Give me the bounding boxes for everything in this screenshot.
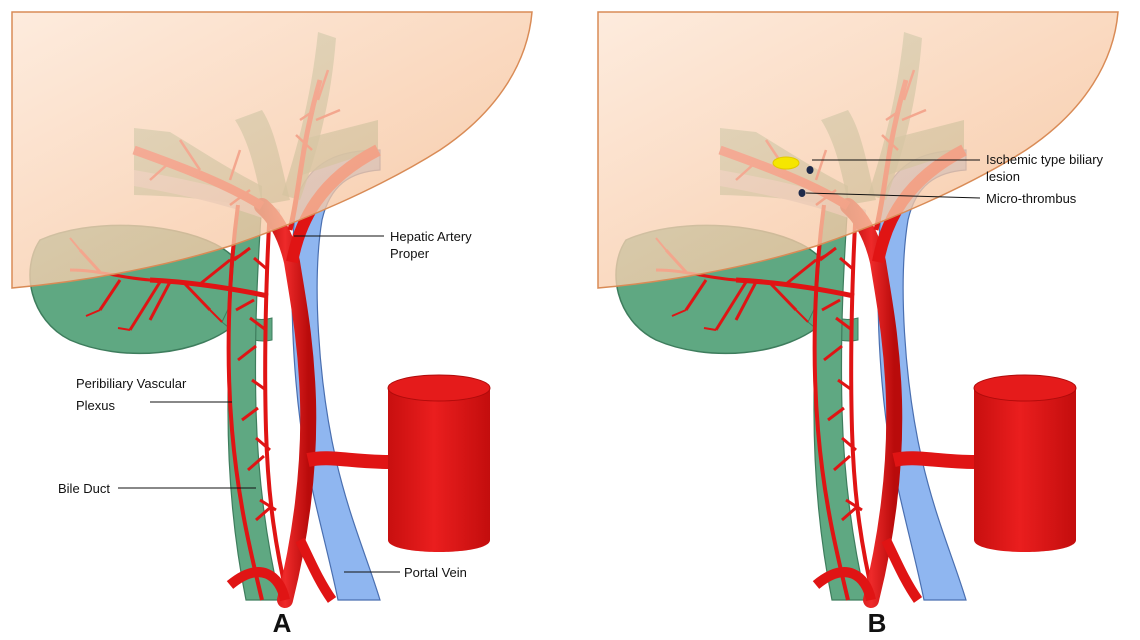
hepatic-artery-label-line1: Hepatic Artery [390,229,472,244]
panel-a-letter: A [273,608,292,638]
bile-duct-label: Bile Duct [58,481,110,496]
peribiliary-label-line1: Peribiliary Vascular [76,376,187,391]
micro-thrombus-marker [799,189,806,197]
panel-a-illustration [12,12,532,600]
peribiliary-label-line2: Plexus [76,398,116,413]
micro-thrombus-marker [807,166,814,174]
ischemic-lesion-marker [773,157,799,169]
panel-b-illustration [598,12,1118,600]
ischemic-lesion-label-line1: Ischemic type biliary [986,152,1104,167]
hepatic-artery-label-line2: Proper [390,246,430,261]
panel-b-letter: B [868,608,887,638]
ischemic-lesion-label-line2: lesion [986,169,1020,184]
micro-thrombus-label: Micro-thrombus [986,191,1077,206]
portal-vein-label: Portal Vein [404,565,467,580]
